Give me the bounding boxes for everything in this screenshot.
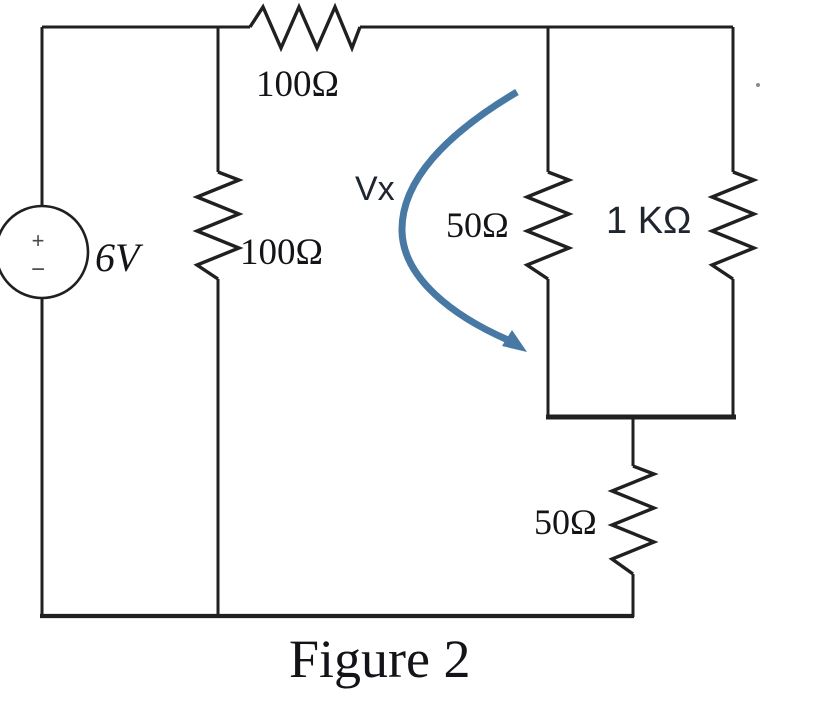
resistor-label-middle-50: 50Ω: [446, 205, 509, 245]
resistor-label-1k: 1 KΩ: [606, 200, 692, 242]
resistor-middle-50-zigzag: [522, 170, 574, 281]
resistor-label-bottom-50: 50Ω: [534, 502, 597, 542]
resistor-label-middle-100: 100Ω: [240, 232, 323, 273]
vx-current-arrow: [398, 88, 519, 344]
voltage-source-label: 6V: [95, 235, 140, 280]
resistor-label-top-100: 100Ω: [256, 64, 339, 105]
resistor-bottom-50-zigzag: [607, 464, 659, 576]
voltage-source-minus-sign: −: [31, 256, 45, 283]
figure-caption: Figure 2: [289, 629, 471, 689]
voltage-source: [0, 204, 90, 300]
voltage-source-plus-sign: +: [32, 228, 45, 253]
vx-current-arrow-head-icon: [502, 330, 527, 352]
resistor-middle-100-zigzag: [192, 170, 244, 281]
resistor-top-100-zigzag: [248, 2, 362, 53]
stray-dot: [756, 83, 760, 87]
resistor-1k-zigzag: [707, 170, 759, 281]
vx-annotation-label: Vx: [355, 170, 395, 208]
